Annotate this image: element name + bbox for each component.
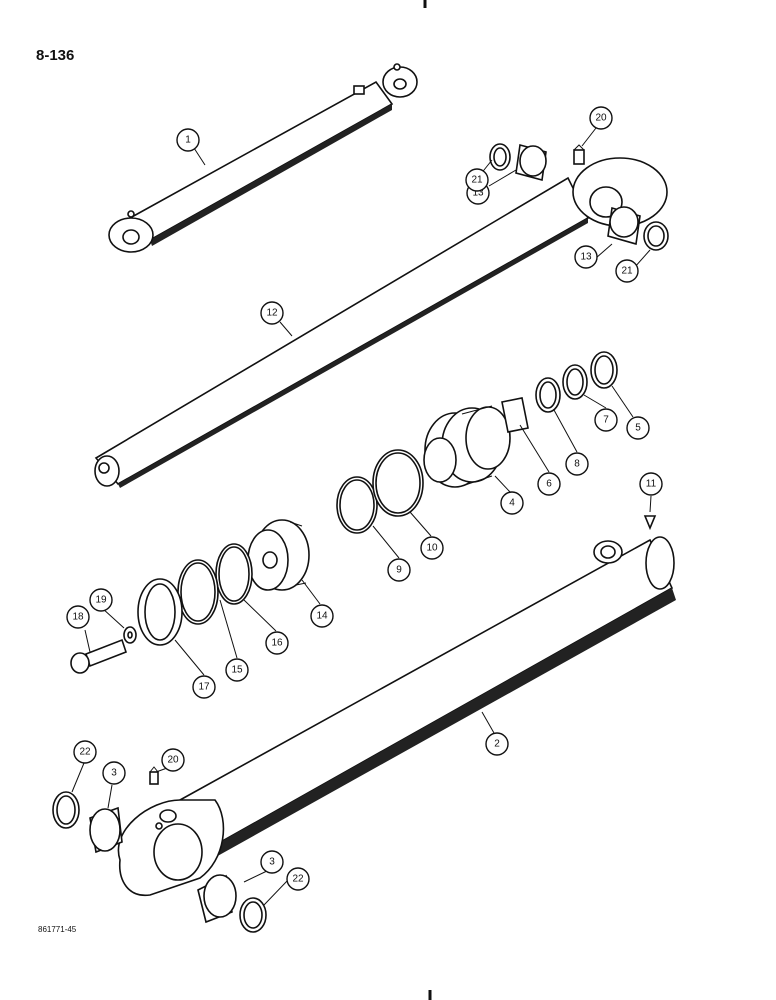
svg-text:3: 3: [111, 768, 117, 779]
svg-text:20: 20: [167, 755, 179, 766]
assembled-cylinder: [108, 63, 418, 253]
svg-text:16: 16: [271, 638, 283, 649]
callout-4: 4: [500, 491, 524, 515]
svg-text:3: 3: [269, 857, 275, 868]
callout-1: 1: [176, 128, 200, 152]
callout-11: 11: [639, 472, 663, 496]
svg-text:13: 13: [580, 252, 592, 263]
o-rings: [336, 449, 424, 534]
callout-15: 15: [225, 658, 249, 682]
callout-20: 20: [589, 106, 613, 130]
svg-text:2: 2: [494, 739, 500, 750]
callout-10: 10: [420, 536, 444, 560]
callout-13b: 13: [574, 245, 598, 269]
svg-text:8: 8: [574, 459, 580, 470]
svg-text:19: 19: [95, 595, 107, 606]
callout-14: 14: [310, 604, 334, 628]
drawing-id: 861771-45: [38, 925, 77, 934]
grease-fittings: [149, 515, 657, 785]
callout-22: 22: [73, 740, 97, 764]
callout-5: 5: [626, 416, 650, 440]
piston-rod: [94, 144, 668, 488]
callout-6: 6: [537, 472, 561, 496]
svg-text:20: 20: [595, 113, 607, 124]
callout-22b: 22: [286, 867, 310, 891]
callout-3b: 3: [260, 850, 284, 874]
svg-text:6: 6: [546, 479, 552, 490]
svg-text:21: 21: [621, 266, 633, 277]
callout-19: 19: [89, 588, 113, 612]
leader-lines: [71, 127, 652, 906]
svg-text:21: 21: [471, 175, 483, 186]
callout-3: 3: [102, 761, 126, 785]
svg-text:7: 7: [603, 415, 609, 426]
cylinder-barrel: [117, 536, 676, 896]
svg-text:22: 22: [292, 874, 304, 885]
svg-text:13: 13: [472, 188, 484, 199]
svg-text:18: 18: [72, 612, 84, 623]
callout-8: 8: [565, 452, 589, 476]
svg-text:12: 12: [266, 308, 278, 319]
svg-text:4: 4: [509, 498, 515, 509]
callout-2: 2: [485, 732, 509, 756]
svg-text:1: 1: [185, 135, 191, 146]
bolt-and-washer: [70, 626, 137, 674]
gland-assembly: [423, 351, 618, 488]
svg-text:17: 17: [198, 682, 210, 693]
callout-16: 16: [265, 631, 289, 655]
callout-9: 9: [387, 558, 411, 582]
callout-17: 17: [192, 675, 216, 699]
callout-21b: 21: [615, 259, 639, 283]
callout-12: 12: [260, 301, 284, 325]
callout-20b: 20: [161, 748, 185, 772]
svg-text:22: 22: [79, 747, 91, 758]
callout-18: 18: [66, 605, 90, 629]
piston-assembly: [137, 519, 310, 646]
svg-text:10: 10: [426, 543, 438, 554]
barrel-bushings: [52, 791, 267, 933]
rod-bushings: [489, 143, 669, 251]
callout-21: 21: [465, 168, 489, 192]
svg-text:5: 5: [635, 423, 641, 434]
svg-text:9: 9: [396, 565, 402, 576]
page-number: 8-136: [36, 47, 75, 64]
svg-text:14: 14: [316, 611, 328, 622]
svg-text:15: 15: [231, 665, 243, 676]
svg-text:11: 11: [646, 479, 657, 490]
callout-7: 7: [594, 408, 618, 432]
